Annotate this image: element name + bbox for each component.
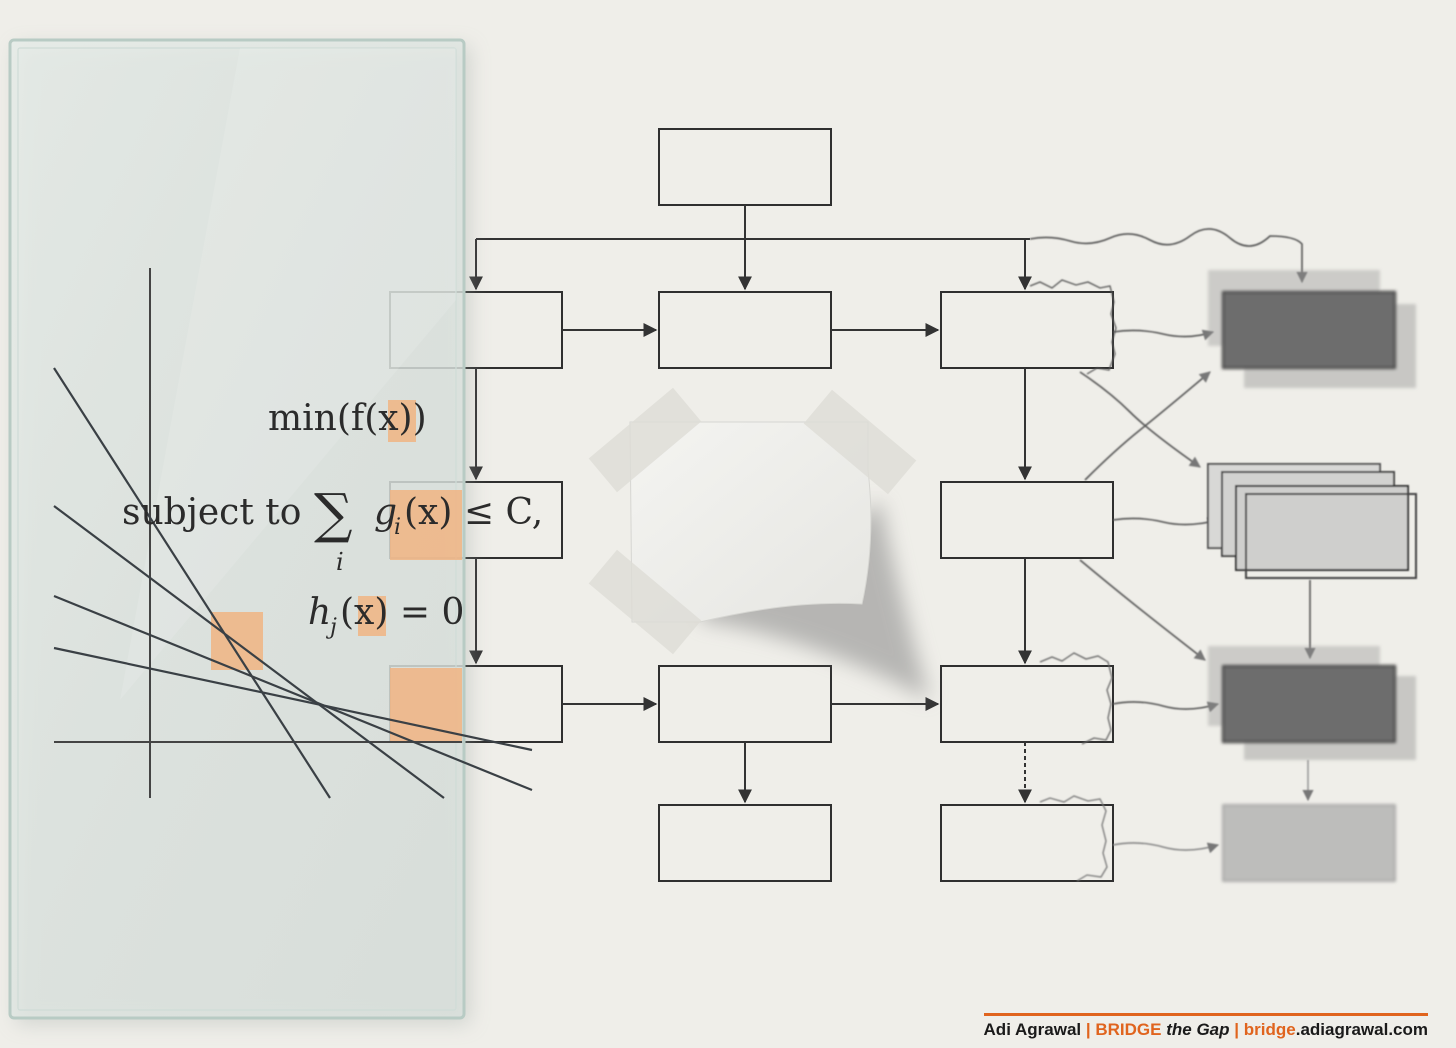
wobbly-r2-to-right xyxy=(1112,517,1220,529)
jitter-outline-row1 xyxy=(1029,279,1117,375)
footer-url[interactable]: bridge.adiagrawal.com xyxy=(1244,1020,1428,1039)
footer-credit: Adi Agrawal | BRIDGE the Gap | bridge.ad… xyxy=(983,1013,1428,1040)
blurred-stack-3 xyxy=(1208,646,1416,760)
footer-brand: BRIDGE xyxy=(1095,1020,1162,1039)
glass-reflection xyxy=(120,48,456,700)
blurred-single-4 xyxy=(1222,804,1396,882)
tape-bottom-left xyxy=(588,549,702,655)
constraint-line-3 xyxy=(53,594,533,792)
flow-box-row4-col2 xyxy=(658,804,832,882)
footer-url-prefix: bridge xyxy=(1243,1020,1296,1039)
blurred-stack-2 xyxy=(1207,463,1417,579)
footer-url-suffix: .adiagrawal.com xyxy=(1295,1020,1428,1039)
jitter-outline-row3 xyxy=(1039,652,1113,745)
jitter-outline-row4 xyxy=(1039,795,1108,882)
formula-constraint-rest: (x) ≤ C, xyxy=(404,492,543,533)
optimization-formula: min(f(x)) subject to ∑ i g i (x) ≤ C, h … xyxy=(122,398,543,640)
footer-separator-1: | xyxy=(1085,1020,1091,1039)
formula-constraint-g: g xyxy=(374,492,397,533)
formula-objective: min(f(x)) xyxy=(268,398,427,439)
formula-constraint-prefix: subject to xyxy=(122,492,301,533)
footer-author: Adi Agrawal xyxy=(983,1020,1082,1039)
constraint-line-1 xyxy=(53,367,331,799)
wobbly-r2-diag-down xyxy=(1079,559,1206,661)
tape-top-left xyxy=(588,387,702,493)
x-highlight-constraint xyxy=(390,490,462,560)
constraint-plot xyxy=(53,268,533,799)
wobbly-arrows xyxy=(1029,228,1316,854)
flow-box-row4-col3 xyxy=(940,804,1114,882)
flow-box-row3-col2 xyxy=(658,665,832,743)
feasible-highlight-large xyxy=(390,668,462,742)
formula-constraint-sub: i xyxy=(394,515,401,540)
footer-brand-italic: the Gap xyxy=(1166,1020,1230,1039)
flow-box-row1-col2 xyxy=(658,291,832,369)
flow-box-top xyxy=(658,128,832,206)
flow-box-row1-col3 xyxy=(940,291,1114,369)
feasible-highlight-small xyxy=(211,612,263,670)
wobbly-r4-to-right xyxy=(1112,842,1220,854)
sticky-note xyxy=(588,387,930,700)
footer-rule xyxy=(983,1013,1428,1016)
footer-separator-2: | xyxy=(1234,1020,1240,1039)
formula-equality-rest: (x) = 0 xyxy=(340,592,464,633)
wobbly-r1-to-right xyxy=(1112,329,1215,341)
flowchart-arrows xyxy=(469,205,1032,804)
glass-panel-body xyxy=(8,38,466,1020)
glass-panel xyxy=(8,38,470,1024)
flow-box-row3-col3 xyxy=(940,665,1114,743)
tape-top-right xyxy=(803,389,917,495)
formula-equality-h: h xyxy=(308,592,331,633)
wobbly-bus-to-right xyxy=(1029,228,1308,284)
x-highlight-equality xyxy=(358,596,386,636)
constraint-line-4 xyxy=(53,646,533,752)
blurred-outputs xyxy=(1207,270,1417,882)
formula-sum-symbol: ∑ xyxy=(314,482,353,545)
constraint-line-2 xyxy=(53,505,445,799)
x-highlight-objective xyxy=(388,400,416,442)
wobbly-r3-to-right xyxy=(1112,701,1220,713)
wobbly-cross-up xyxy=(1084,371,1211,481)
formula-sum-index: i xyxy=(336,548,344,576)
blurred-stack-1 xyxy=(1208,270,1416,388)
wobbly-cross-down xyxy=(1079,371,1201,468)
sticky-note-paper xyxy=(629,421,872,623)
flow-box-row2-col3 xyxy=(940,481,1114,559)
